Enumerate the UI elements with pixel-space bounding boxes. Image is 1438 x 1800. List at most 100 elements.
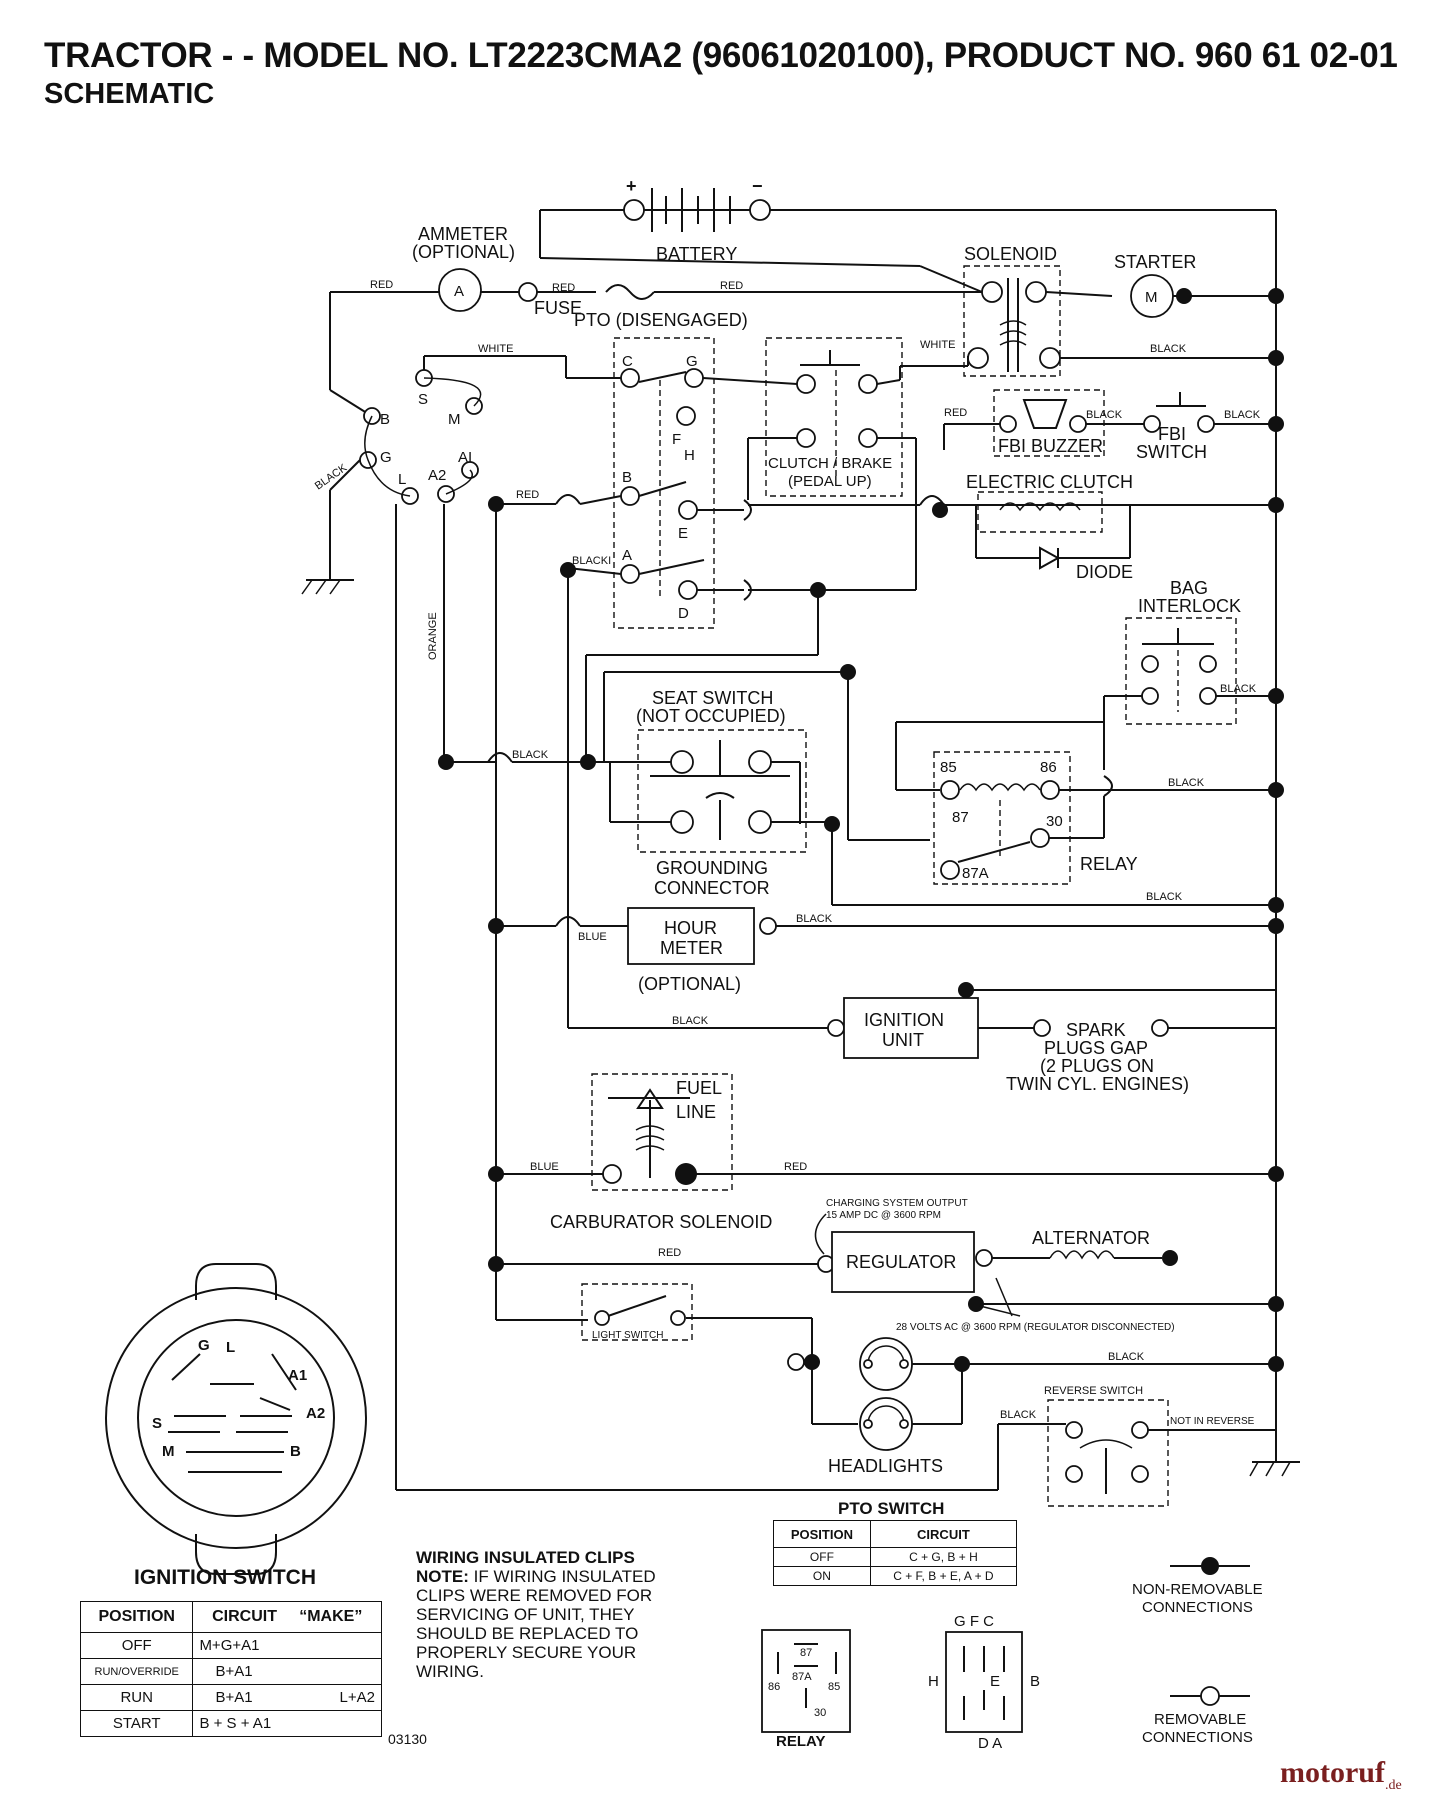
battery-minus: − xyxy=(752,176,763,196)
clutch-brake-sub: (PEDAL UP) xyxy=(788,473,872,490)
ignition-unit: IGNITION UNIT xyxy=(843,997,979,1059)
ammeter-label: AMMETER xyxy=(418,224,508,244)
fbi-buzzer-label: FBI BUZZER xyxy=(998,436,1103,456)
relay-pin-85: 85 xyxy=(940,759,957,776)
ign-face-b: B xyxy=(290,1443,301,1460)
relay-diagram-87: 87 xyxy=(800,1647,812,1659)
col-position: POSITION xyxy=(79,1601,194,1633)
charging-output-1: CHARGING SYSTEM OUTPUT xyxy=(826,1198,968,1209)
page-header: TRACTOR - - MODEL NO. LT2223CMA2 (960610… xyxy=(44,36,1404,111)
diode-label: DIODE xyxy=(1076,562,1133,582)
battery: + − BATTERY xyxy=(539,176,1276,264)
ign-terminal-g: G xyxy=(380,449,392,466)
wire-black-relay86: BLACK xyxy=(1168,777,1205,789)
relay-pin-30: 30 xyxy=(1046,813,1063,830)
relay-diagram-87a: 87A xyxy=(792,1671,812,1683)
wire-red-fbi: RED xyxy=(944,407,967,419)
wire-black-fbi2: BLACK xyxy=(1224,409,1261,421)
document-number: 03130 xyxy=(388,1731,427,1747)
grounding-connector-label: GROUNDING xyxy=(656,858,768,878)
relay-diagram-86: 86 xyxy=(768,1681,780,1693)
table-row: RUN/OVERRIDE B+A1 xyxy=(79,1658,382,1685)
pto-terminal-g: G xyxy=(686,353,698,370)
ammeter-symbol: A xyxy=(454,283,464,300)
wire-black-main: BLACK xyxy=(512,749,549,761)
wire-red-3: RED xyxy=(720,280,743,292)
seat-switch: SEAT SWITCH (NOT OCCUPIED) xyxy=(636,688,807,853)
wire-red-carb: RED xyxy=(784,1161,807,1173)
wire-black-bag: BLACK xyxy=(1220,683,1257,695)
pto-conn-top: G F C xyxy=(954,1613,994,1630)
ign-terminal-s: S xyxy=(418,391,428,408)
ignition-switch-table: POSITION CIRCUIT “MAKE” OFF M+G+A1 RUN/O… xyxy=(79,1601,382,1737)
relay-pin-86: 86 xyxy=(1040,759,1057,776)
wire-black-hour: BLACK xyxy=(796,913,833,925)
carburator-solenoid: FUEL LINE CARBURATOR SOLENOID xyxy=(550,1073,772,1232)
hour-meter-sub: METER xyxy=(660,938,723,958)
pto-conn-right: B xyxy=(1030,1673,1040,1690)
wire-red-2: RED xyxy=(552,282,575,294)
charging-output-2: 15 AMP DC @ 3600 RPM xyxy=(826,1210,941,1221)
regulator-label: REGULATOR xyxy=(846,1252,956,1272)
pto-conn-bottom: D A xyxy=(978,1735,1002,1752)
legend-removable-2: CONNECTIONS xyxy=(1142,1729,1253,1746)
ground-symbol-right xyxy=(1249,1460,1300,1477)
ign-terminal-a2: A2 xyxy=(428,467,446,484)
electric-clutch-label: ELECTRIC CLUTCH xyxy=(966,472,1133,492)
wire-black-solenoid: BLACK xyxy=(1150,343,1187,355)
legend-non-removable-2: CONNECTIONS xyxy=(1142,1599,1253,1616)
ign-terminal-b: B xyxy=(380,411,390,428)
bag-interlock: BAG INTERLOCK xyxy=(1125,578,1241,725)
wiring-note: WIRING INSULATED CLIPS NOTE: IF WIRING I… xyxy=(416,1548,706,1681)
pto-conn-center: E xyxy=(990,1673,1000,1690)
wire-white-2: WHITE xyxy=(920,339,955,351)
pto-label: PTO (DISENGAGED) xyxy=(574,310,748,330)
wire-blue-1: BLUE xyxy=(578,931,607,943)
relay-pin-87a: 87A xyxy=(962,865,989,882)
ignition-switch-face: G L A1 A2 S M B xyxy=(105,1263,367,1575)
pto-terminal-b: B xyxy=(622,469,632,486)
legend-removable: REMOVABLE xyxy=(1154,1711,1246,1728)
wire-black-ign: BLACK xyxy=(672,1015,709,1027)
headlights: HEADLIGHTS xyxy=(828,1337,943,1476)
fuel-line-label: FUEL xyxy=(676,1078,722,1098)
ign-face-a2: A2 xyxy=(306,1405,325,1422)
wire-black-head: BLACK xyxy=(1108,1351,1145,1363)
wire-red-reg: RED xyxy=(658,1247,681,1259)
pto-terminal-d: D xyxy=(678,605,689,622)
alternator-label: ALTERNATOR xyxy=(1032,1228,1150,1248)
col-circuit: CIRCUIT “MAKE” xyxy=(192,1601,382,1633)
pto-terminal-c: C xyxy=(622,353,633,370)
ign-terminal-l: L xyxy=(398,471,406,488)
ign-face-a1: A1 xyxy=(288,1367,307,1384)
electric-clutch: ELECTRIC CLUTCH xyxy=(966,472,1133,533)
pto-terminal-h: H xyxy=(684,447,695,464)
fuse-label: FUSE xyxy=(534,298,582,318)
starter-symbol: M xyxy=(1145,289,1158,306)
pto-terminal-e: E xyxy=(678,525,688,542)
relay-diagram-85: 85 xyxy=(828,1681,840,1693)
relay-pin-87: 87 xyxy=(952,809,969,826)
ignition-unit-sub: UNIT xyxy=(882,1030,924,1050)
hour-meter-label: HOUR xyxy=(664,918,717,938)
pto-switch-table: POSITION CIRCUIT OFF C + G, B + H ON C +… xyxy=(773,1520,1018,1586)
note-prefix: NOTE: xyxy=(416,1567,469,1586)
table-row: ON C + F, B + E, A + D xyxy=(773,1566,1018,1586)
ign-face-l: L xyxy=(226,1339,235,1356)
wire-blue-carb: BLUE xyxy=(530,1161,559,1173)
headlights-label: HEADLIGHTS xyxy=(828,1456,943,1476)
note-title: WIRING INSULATED CLIPS xyxy=(416,1548,635,1567)
relay-pin-diagram: 87 87A 86 85 30 RELAY xyxy=(761,1629,851,1750)
bag-interlock-sub: INTERLOCK xyxy=(1138,596,1241,616)
clutch-brake-label: CLUTCH / BRAKE xyxy=(768,455,892,472)
spark-plugs-4: TWIN CYL. ENGINES) xyxy=(1006,1074,1189,1094)
table-row: RUN B+A1 L+A2 xyxy=(79,1684,382,1711)
spark-plugs-3: (2 PLUGS ON xyxy=(1040,1056,1154,1076)
table-header-row: POSITION CIRCUIT “MAKE” xyxy=(79,1601,382,1633)
light-switch-label: LIGHT SWITCH xyxy=(592,1330,663,1341)
reverse-switch-label: REVERSE SWITCH xyxy=(1044,1385,1143,1397)
wire-black-relay: BLACK xyxy=(1146,891,1183,903)
light-switch: LIGHT SWITCH xyxy=(581,1283,693,1341)
pto-terminal-a: A xyxy=(622,547,632,564)
